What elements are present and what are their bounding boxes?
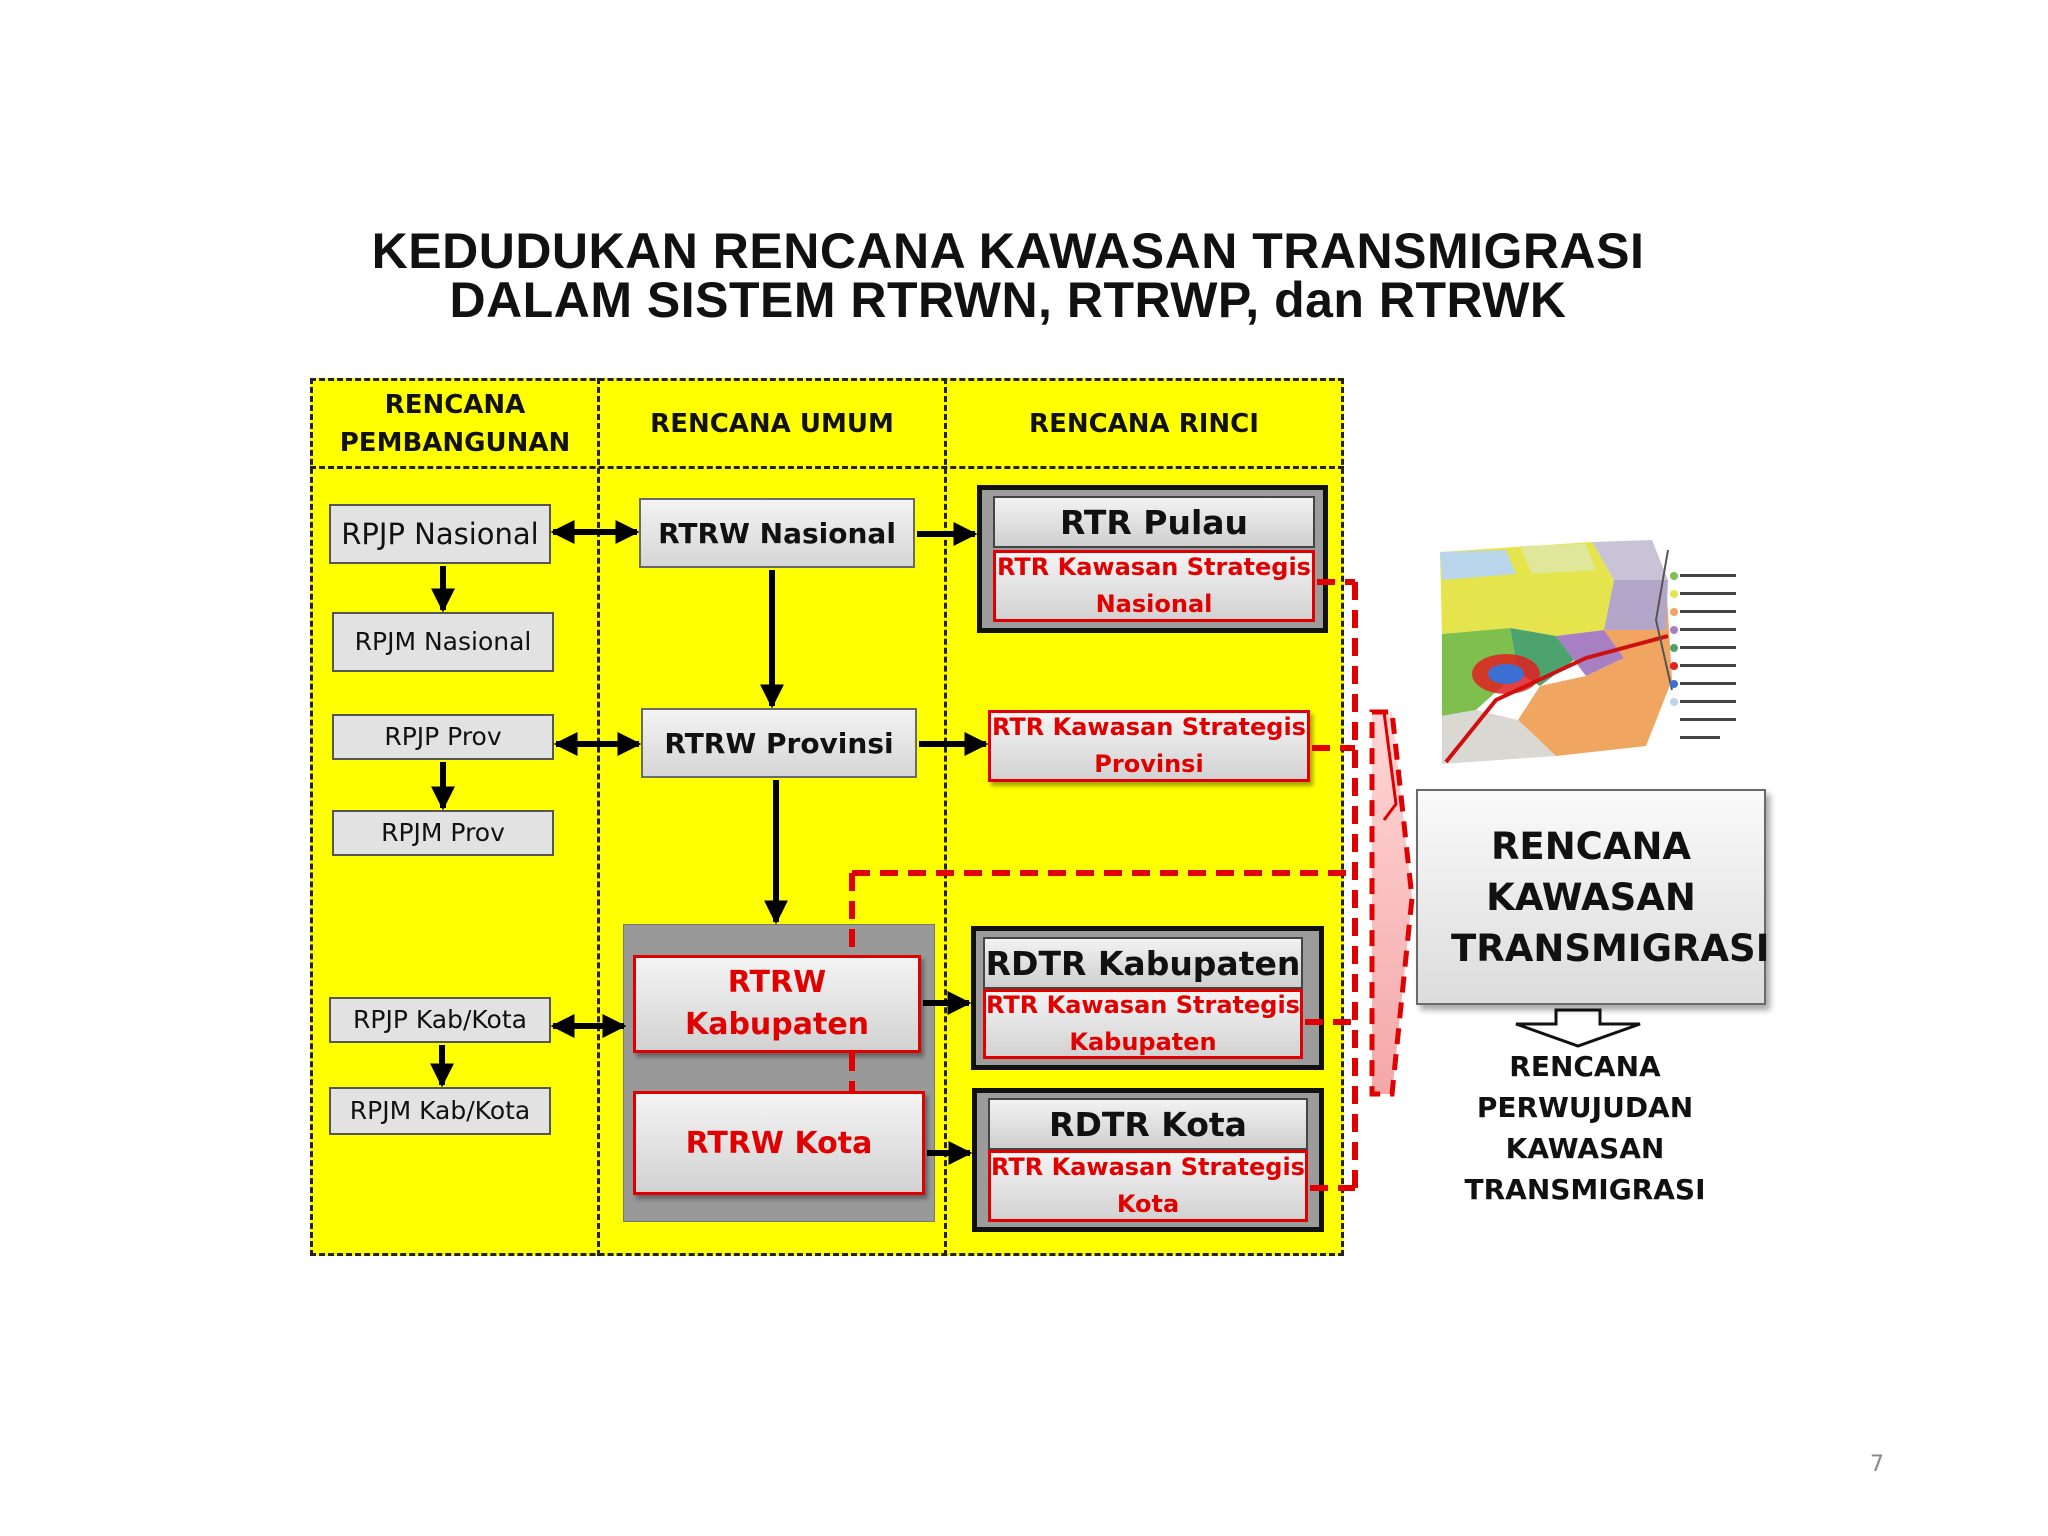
rpjm-kabkota-box: RPJM Kab/Kota xyxy=(329,1087,551,1135)
merge-arrow xyxy=(1369,709,1415,1097)
map-thumbnail-image xyxy=(1436,540,1748,768)
rtr-pulau-box: RTR Pulau xyxy=(993,496,1315,548)
rtr-ksp-box: RTR Kawasan Strategis Provinsi xyxy=(988,710,1310,782)
rpjm-nasional-box: RPJM Nasional xyxy=(332,612,554,672)
rtr-ksk-box: RTR Kawasan Strategis Kabupaten xyxy=(983,989,1303,1059)
page-number: 7 xyxy=(1870,1452,1884,1477)
header-divider xyxy=(310,466,1344,469)
rtrw-provinsi-box: RTRW Provinsi xyxy=(641,708,917,778)
column-divider-1 xyxy=(597,378,600,1256)
column-divider-2 xyxy=(944,378,947,1256)
rencana-kawasan-label: RENCANA KAWASAN TRANSMIGRASI xyxy=(1451,824,1770,970)
rtrw-kabupaten-box: RTRW Kabupaten xyxy=(633,955,921,1053)
rtrw-kota-box: RTRW Kota xyxy=(633,1091,925,1195)
page-title-line-2: DALAM SISTEM RTRWN, RTRWP, dan RTRWK xyxy=(449,272,1567,328)
down-arrow-outline xyxy=(1515,1008,1641,1048)
rdtr-kabupaten-box: RDTR Kabupaten xyxy=(983,937,1303,989)
rpjm-prov-box: RPJM Prov xyxy=(332,810,554,856)
rdtr-kota-box: RDTR Kota xyxy=(988,1098,1308,1150)
rtr-ks-kota-box: RTR Kawasan Strategis Kota xyxy=(988,1150,1308,1222)
column-header-pembangunan: RENCANA PEMBANGUNAN xyxy=(339,390,571,458)
column-header-umum: RENCANA UMUM xyxy=(650,409,894,439)
column-header-rinci: RENCANA RINCI xyxy=(1029,409,1259,439)
rencana-perwujudan-label: RENCANA PERWUJUDAN KAWASAN TRANSMIGRASI xyxy=(1464,1050,1706,1206)
rpjp-kabkota-box: RPJP Kab/Kota xyxy=(329,997,551,1043)
rpjp-prov-box: RPJP Prov xyxy=(332,714,554,760)
rencana-kawasan-transmigrasi-box: RENCANA KAWASAN TRANSMIGRASI xyxy=(1416,789,1770,1005)
rtrw-nasional-box: RTRW Nasional xyxy=(639,498,915,568)
page-title-line-1: KEDUDUKAN RENCANA KAWASAN TRANSMIGRASI xyxy=(371,223,1645,279)
rtr-ksn-box: RTR Kawasan Strategis Nasional xyxy=(993,550,1315,622)
rpjp-nasional-box: RPJP Nasional xyxy=(329,504,551,564)
